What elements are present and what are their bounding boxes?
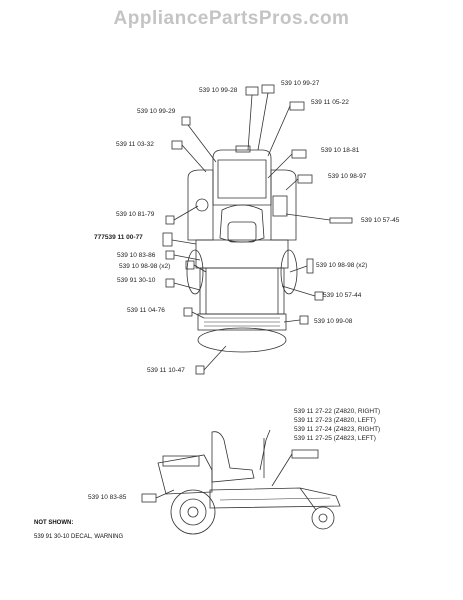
part-label: 539 10 99-29 (137, 108, 176, 115)
part-label: 539 11 27-24 (Z4823, RIGHT) (294, 426, 381, 433)
front-caster (311, 506, 335, 530)
part-label: 539 10 83-86 (117, 252, 156, 259)
part-label: 539 10 18-81 (321, 147, 360, 154)
part-label: 539 10 99-27 (281, 80, 320, 87)
part-label: 539 10 57-45 (361, 217, 400, 224)
watermark: AppliancePartsPros.com (113, 8, 350, 29)
engine-cover (157, 454, 213, 495)
part-label: 539 10 98-98 (x2) (119, 263, 171, 270)
part-label: 539 10 99-28 (199, 87, 238, 94)
side-seat (211, 431, 255, 483)
right-fender (270, 169, 297, 241)
part-label: 539 11 03-32 (116, 141, 154, 148)
seat-back (212, 149, 272, 206)
part-label: 539 91 30-10 (117, 277, 156, 284)
not-shown-title: NOT SHOWN: (34, 520, 74, 526)
part-label: 539 11 10-47 (147, 367, 185, 374)
part-label: 539 10 99-08 (314, 318, 353, 325)
part-label: 539 10 98-97 (328, 173, 367, 180)
part-label: 539 11 27-25 (Z4823, LEFT) (294, 435, 376, 442)
part-label: 539 11 05-22 (311, 99, 349, 106)
part-label: 539 11 04-76 (127, 307, 165, 314)
part-label: 539 10 98-98 (x2) (316, 262, 368, 269)
part-label: 539 11 27-23 (Z4820, LEFT) (294, 417, 376, 424)
part-label: 539 11 27-22 (Z4820, RIGHT) (294, 408, 381, 415)
rear-tire (170, 489, 216, 535)
part-label: 777539 11 00-77 (94, 234, 143, 241)
side-deck (209, 487, 341, 509)
part-label: 539 10 83-85 (88, 494, 127, 501)
part-label: 539 10 57-44 (323, 292, 362, 299)
not-shown-item: 539 91 30-10 DECAL, WARNING (34, 534, 124, 540)
left-fender (187, 169, 214, 241)
seat-cushion (219, 204, 265, 243)
part-label: 539 10 81-79 (116, 211, 155, 218)
